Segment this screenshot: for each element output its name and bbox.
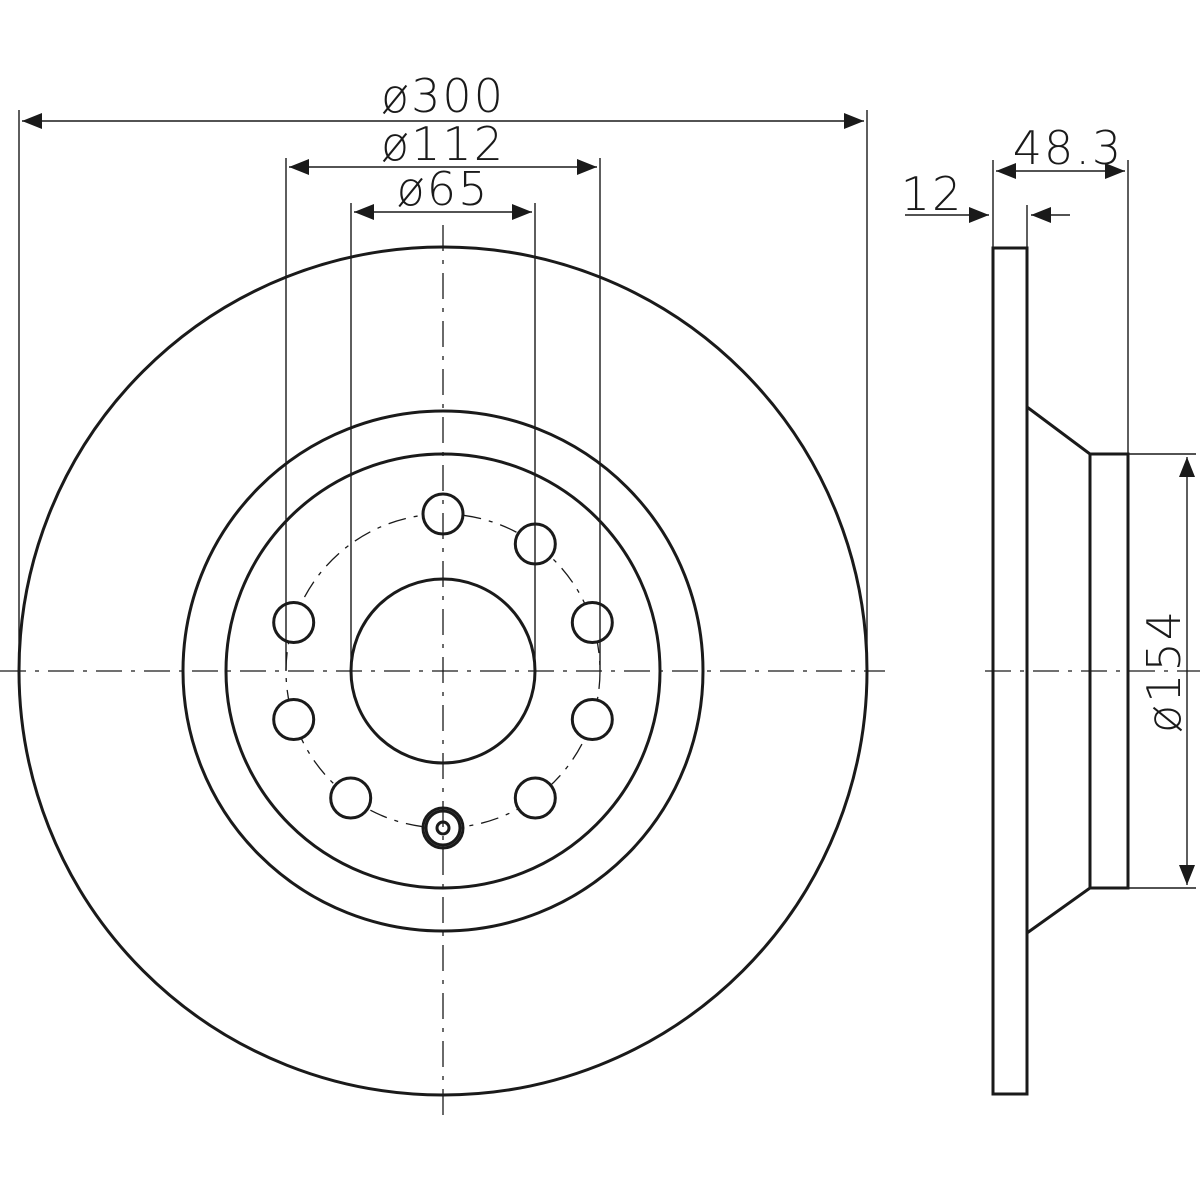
outer-diameter-label: ø300 [381,69,505,123]
bolt-hole [570,601,614,644]
bolt-hole [570,698,614,741]
dimension-hat-diameter: ø154 [1128,453,1196,889]
dimension-center-bore-diameter: ø65 [350,162,536,671]
dimension-bolt-circle-diameter: ø112 [285,117,601,671]
dimension-disc-thickness: 12 [901,167,1070,248]
center-bore-diameter-label: ø65 [397,162,490,216]
side-view [985,246,1200,1096]
total-height-label: 48.3 [1013,121,1123,175]
bolt-hole [272,698,316,741]
dimension-outer-diameter: ø300 [18,69,868,671]
bolt-circle-diameter-label: ø112 [381,117,505,171]
dimension-total-height: 48.3 [992,121,1129,454]
hat-section [1026,405,1092,935]
bolt-hole [272,601,316,644]
hat-diameter-label: ø154 [1137,609,1191,733]
disc-thickness-label: 12 [901,167,964,221]
front-view [0,225,885,1118]
bolt-hole [329,776,373,820]
bolt-hole [513,776,557,820]
bolt-holes [272,492,614,850]
